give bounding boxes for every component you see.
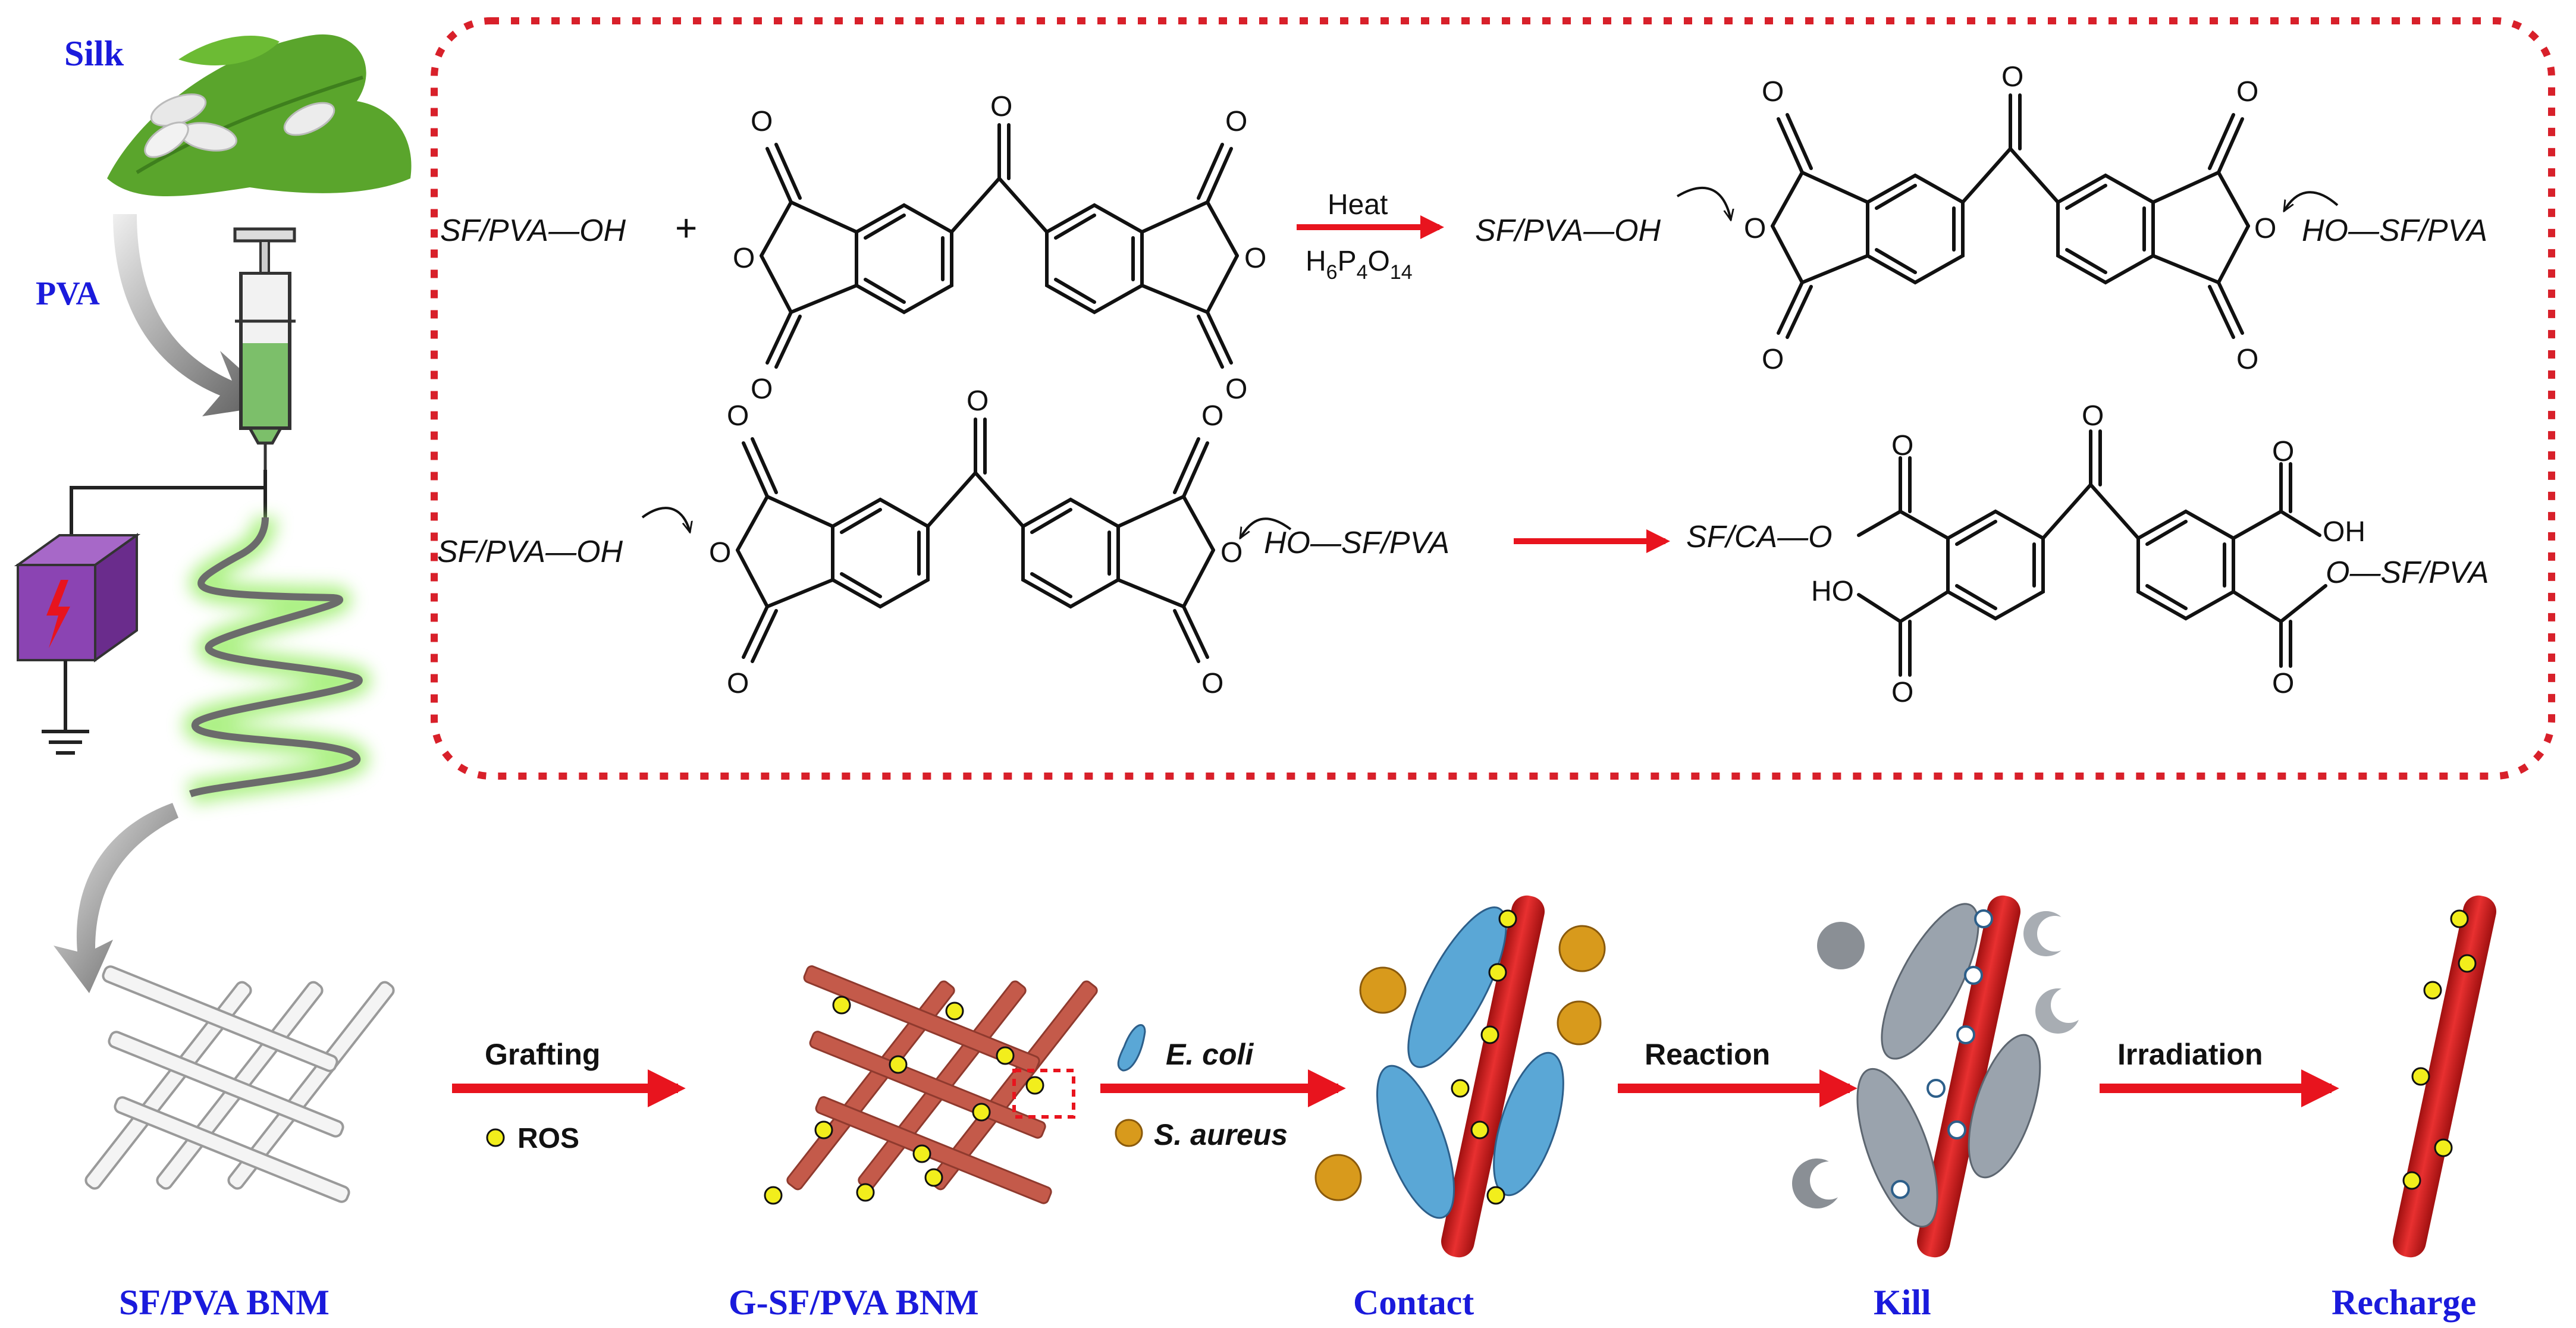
ho-label: HO (1811, 576, 1854, 607)
atom-o: O (1225, 106, 1247, 137)
atom-o: O (1762, 344, 1784, 375)
electrospun-jet (183, 516, 371, 806)
atom-o: O (1220, 537, 1242, 569)
row2-left-oh: SF/PVA—OH (437, 535, 623, 569)
recharge-illustration (2392, 895, 2497, 1258)
contact-illustration (1314, 895, 1606, 1258)
atom-o: O (1225, 373, 1247, 405)
atom-o: O (727, 668, 749, 699)
curly-arrow (2283, 191, 2339, 211)
dianhydride-intermediate-1 (1771, 93, 2250, 339)
grafting-label: Grafting (485, 1038, 600, 1071)
lightning-icon (46, 580, 70, 648)
dianhydride-reactant-1 (760, 123, 1239, 369)
atom-o: O (1744, 213, 1766, 244)
reactant-sf-pva-oh: SF/PVA—OH (440, 214, 626, 248)
atom-o: O (709, 537, 731, 569)
catalyst-label: H6P4O14 (1306, 246, 1413, 284)
label-kill: Kill (1874, 1283, 1931, 1322)
curved-arrow-icon-2 (54, 803, 178, 993)
silk-label: Silk (64, 34, 124, 73)
oh-label: OH (2323, 516, 2365, 548)
atom-o: O (2272, 668, 2294, 699)
g-sf-pva-mesh-icon (786, 965, 1098, 1204)
label-recharge: Recharge (2332, 1283, 2476, 1322)
heat-label: Heat (1328, 189, 1388, 221)
atom-o: O (751, 373, 773, 405)
syringe-icon (233, 227, 296, 476)
dianhydride-intermediate-2 (736, 417, 1215, 663)
e-coli-label: E. coli (1166, 1038, 1254, 1071)
atom-o: O (1201, 400, 1223, 432)
atom-o: O (1244, 243, 1266, 274)
product-structure (1857, 429, 2327, 677)
kill-illustration (1792, 895, 2086, 1258)
intermediate-right-ho: HO—SF/PVA (2302, 214, 2487, 248)
atom-o: O (1891, 430, 1913, 461)
zoom-box (1012, 1069, 1075, 1119)
irradiation-label: Irradiation (2117, 1038, 2263, 1071)
curly-arrow (641, 507, 690, 532)
power-supply-circuit (14, 470, 267, 755)
ros-dots (764, 996, 1044, 1205)
sf-pva-mesh-icon (84, 965, 395, 1203)
plus-sign: + (675, 206, 697, 249)
atom-o: O (2082, 400, 2104, 432)
atom-o: O (2272, 436, 2294, 467)
label-sf-pva-bnm: SF/PVA BNM (119, 1283, 330, 1322)
atom-o: O (751, 106, 773, 137)
atom-o: O (2236, 344, 2258, 375)
reaction-label: Reaction (1645, 1038, 1770, 1071)
atom-o: O (2236, 76, 2258, 108)
product-left: SF/CA—O (1686, 520, 1833, 554)
pva-label: PVA (36, 275, 100, 312)
atom-o: O (967, 385, 989, 417)
atom-o: O (727, 400, 749, 432)
atom-o: O (2001, 61, 2023, 93)
atom-o: O (733, 243, 755, 274)
atom-o: O (990, 91, 1012, 123)
row2-right-ho: HO—SF/PVA (1264, 526, 1449, 560)
ros-dot-icon (486, 1128, 505, 1147)
label-g-sf-pva-bnm: G-SF/PVA BNM (729, 1283, 979, 1322)
silk-leaf-illustration (107, 34, 412, 197)
atom-o: O (2254, 213, 2276, 244)
s-aureus-icon (1115, 1119, 1143, 1147)
ros-label: ROS (517, 1123, 579, 1154)
e-coli-icon (1117, 1024, 1146, 1072)
label-contact: Contact (1353, 1283, 1474, 1322)
atom-o: O (1201, 668, 1223, 699)
curly-arrow (1239, 517, 1292, 538)
s-aureus-label: S. aureus (1154, 1118, 1288, 1151)
atom-o: O (1762, 76, 1784, 108)
curly-arrow (1676, 186, 1731, 220)
product-right: O—SF/PVA (2326, 555, 2489, 590)
reaction-scheme-box (431, 17, 2555, 780)
atom-o: O (1891, 677, 1913, 708)
intermediate-left-oh: SF/PVA—OH (1475, 214, 1661, 248)
